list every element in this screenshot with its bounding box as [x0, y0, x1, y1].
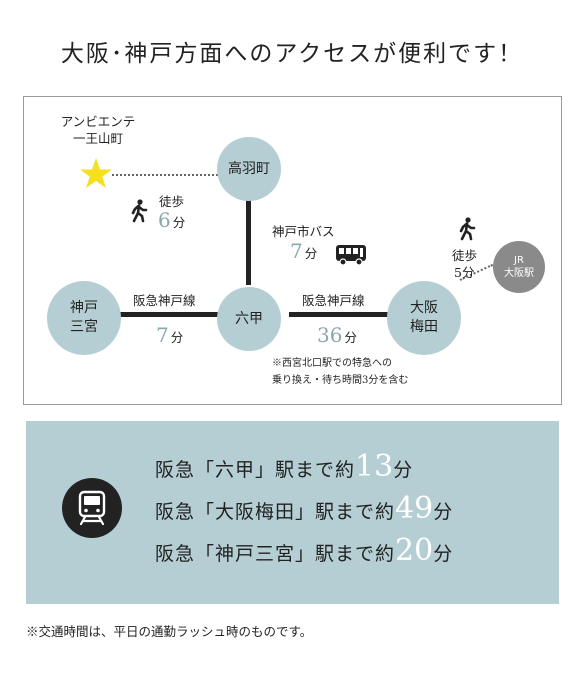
train-icon: [62, 478, 122, 538]
walking-person-icon: [459, 217, 476, 241]
transfer-note: ※西宮北口駅での特急への 乗り換え・待ち時間3分を含む: [272, 358, 409, 386]
bus-icon: [336, 245, 366, 266]
walk-label-1: 徒歩: [159, 194, 185, 209]
line-label-umeda: 阪急神戸線: [302, 293, 365, 308]
walk-path-hotel-takaba: [112, 174, 218, 176]
hotel-label: アンビエンテ 一王山町: [60, 114, 136, 146]
walk-label-2: 徒歩: [452, 248, 478, 263]
page-title: 大阪･神戸方面へのアクセスが便利です！: [60, 41, 524, 67]
line-rokko-sannomiya: [116, 312, 218, 317]
line-takaba-rokko: [246, 180, 251, 285]
route-map: [23, 96, 562, 405]
walk-minutes-2: 5分: [454, 265, 475, 280]
station-rokko: 六甲: [217, 287, 281, 351]
star-icon: [80, 158, 112, 188]
station-jr-osaka: JR 大阪駅: [493, 241, 545, 293]
station-takaba: 高羽町: [217, 137, 281, 201]
route-rokko: 阪急「六甲」駅まで約13分: [155, 449, 414, 484]
station-umeda: 大阪 梅田: [387, 281, 461, 355]
route-sannomiya: 阪急「神戸三宮」駅まで約20分: [155, 533, 454, 568]
walking-person-icon: [131, 199, 148, 223]
line-rokko-umeda: [289, 312, 391, 317]
station-sannomiya: 神戸 三宮: [47, 281, 121, 355]
footnote: ※交通時間は、平日の通勤ラッシュ時のものです。: [26, 624, 313, 639]
line-label-sannomiya: 阪急神戸線: [133, 293, 196, 308]
bus-label: 神戸市バス: [272, 224, 335, 239]
route-umeda: 阪急「大阪梅田」駅まで約49分: [155, 491, 454, 526]
